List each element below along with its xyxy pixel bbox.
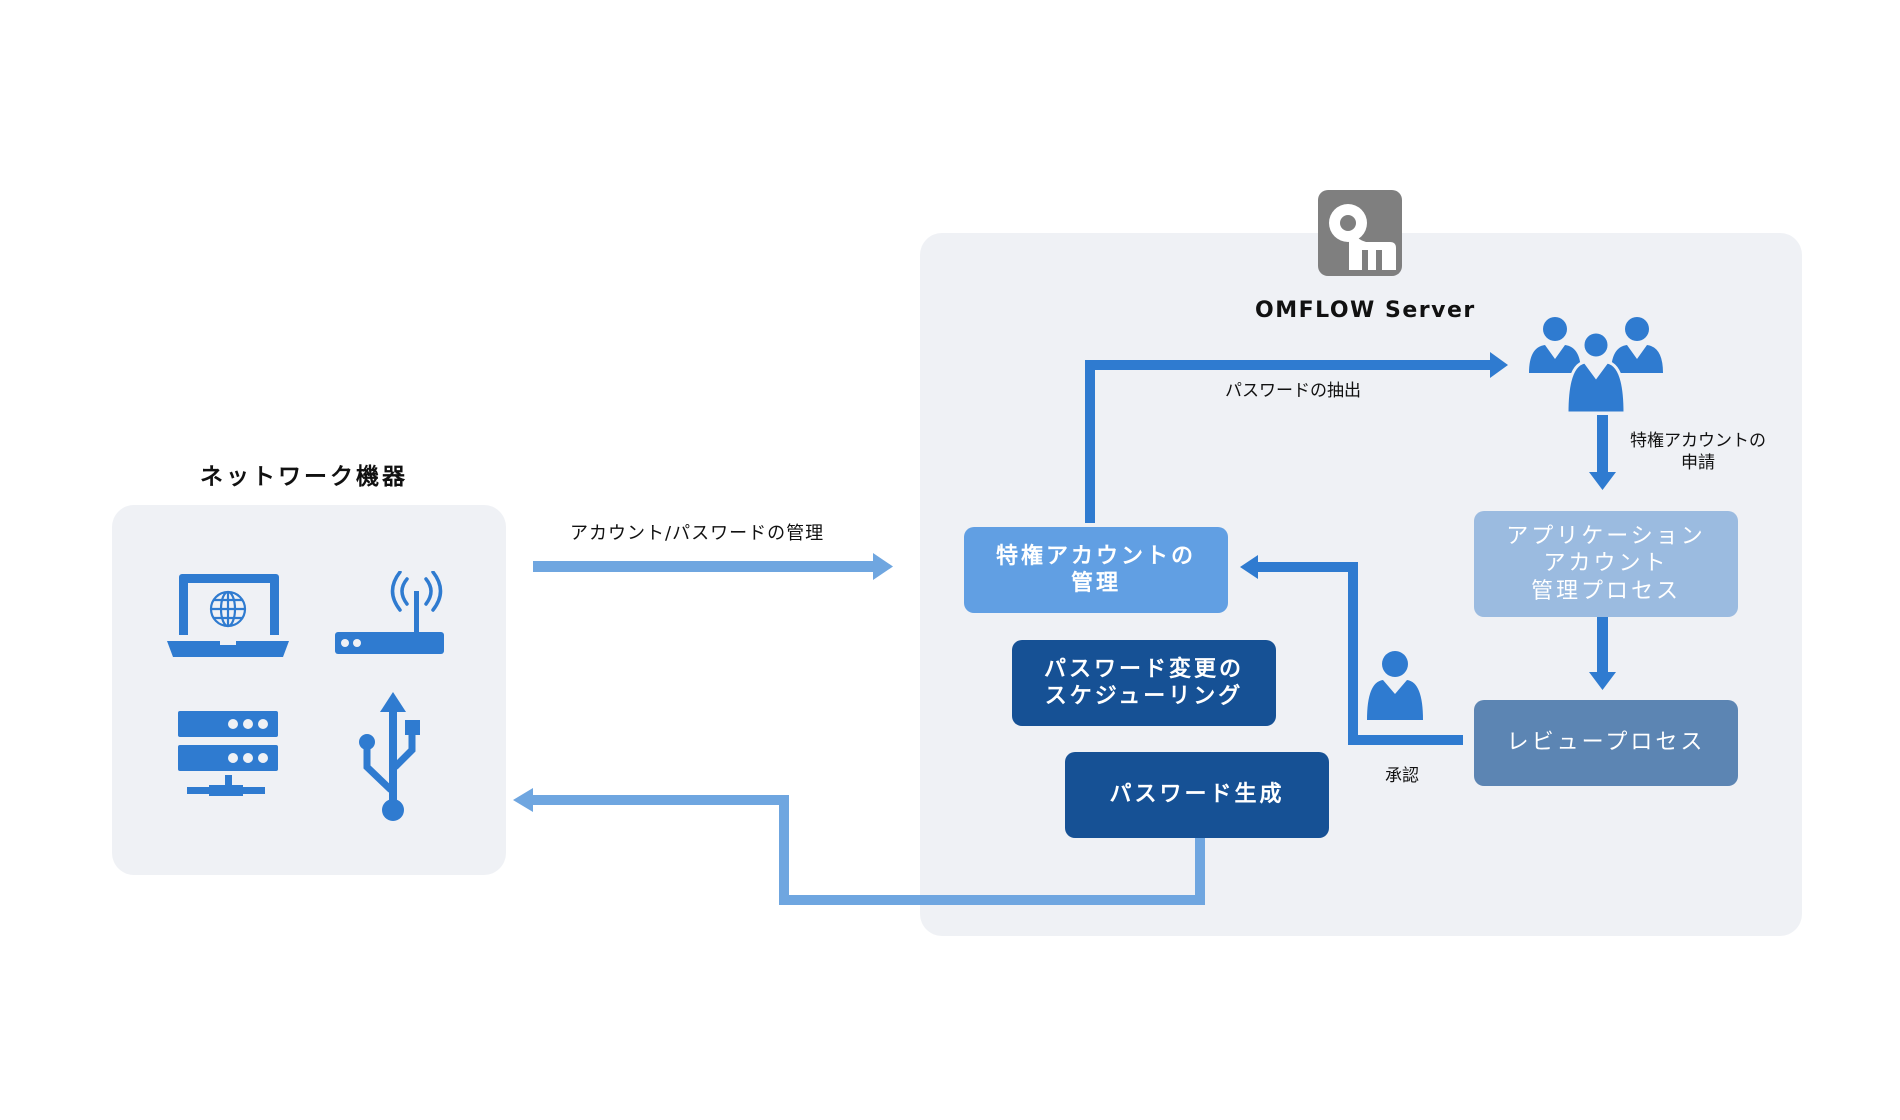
box-app-account-mgmt: アプリケーション アカウント 管理プロセス (1474, 511, 1738, 617)
box-privileged-account-mgmt-line1: 特権アカウントの (995, 543, 1196, 569)
arrow-app-to-review (1597, 612, 1608, 676)
arrow-approval-head (1240, 555, 1258, 579)
label-privileged-request-line1: 特権アカウントの (1630, 431, 1766, 451)
wifi-router-icon (335, 571, 444, 654)
label-privileged-request-line2: 申請 (1681, 453, 1715, 474)
box-password-generation: パスワード生成 (1065, 752, 1329, 838)
box-app-account-mgmt-line1: アプリケーション (1506, 523, 1706, 549)
box-password-schedule-line1: パスワード変更の (1043, 656, 1244, 682)
box-review-process-line1: レビュープロセス (1506, 730, 1706, 756)
box-privileged-account-mgmt: 特権アカウントの 管理 (964, 527, 1228, 613)
server-title: OMFLOW Server (1255, 298, 1476, 323)
box-password-schedule: パスワード変更の スケジューリング (1012, 640, 1276, 726)
label-account-password-mgmt: アカウント/パスワードの管理 (570, 523, 825, 544)
arrow-app-to-review-head (1589, 672, 1616, 690)
arrow-password-extraction-head (1490, 352, 1508, 378)
arrow-password-deploy (530, 795, 1205, 905)
arrow-approval (1258, 562, 1463, 745)
users-group-icon (1529, 317, 1663, 415)
omflow-logo (1318, 190, 1402, 276)
box-app-account-mgmt-line2: アカウント (1543, 551, 1669, 577)
box-privileged-account-mgmt-line2: 管理 (1070, 571, 1121, 596)
box-app-account-mgmt-line3: 管理プロセス (1530, 578, 1681, 604)
arrow-password-deploy-head (513, 788, 533, 812)
network-devices-panel (112, 505, 506, 875)
arrow-account-password-mgmt (533, 553, 893, 580)
box-password-generation-line1: パスワード生成 (1109, 782, 1285, 808)
server-icon (178, 711, 278, 796)
arrow-privileged-request-head (1589, 472, 1616, 490)
box-password-schedule-line2: スケジューリング (1044, 684, 1244, 709)
label-password-extraction: パスワードの抽出 (1225, 381, 1361, 401)
usb-icon (359, 692, 420, 821)
network-devices-title: ネットワーク機器 (200, 464, 408, 490)
box-review-process: レビュープロセス (1474, 700, 1738, 786)
arrow-password-extraction (1085, 360, 1495, 523)
laptop-globe-icon (167, 574, 289, 657)
label-approval: 承認 (1385, 766, 1419, 786)
approver-icon (1367, 651, 1423, 720)
label-privileged-request: 特権アカウントの 申請 (1630, 430, 1766, 474)
arrow-privileged-request (1597, 415, 1608, 477)
